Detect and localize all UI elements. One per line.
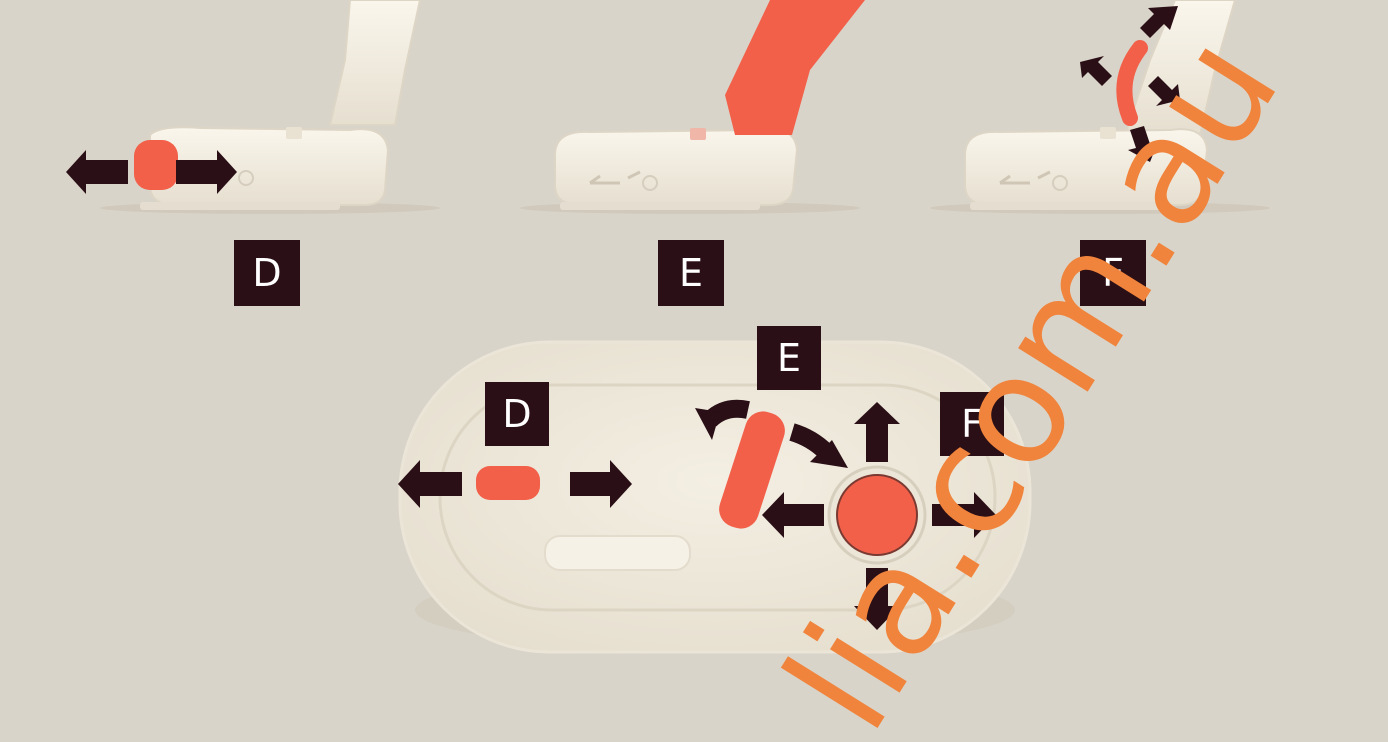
label-f-panel: F xyxy=(940,392,1004,456)
panel-f-control xyxy=(829,467,925,563)
arrow-up-left-icon xyxy=(1080,56,1112,86)
seat-f-illustration xyxy=(930,0,1270,214)
label-d-top: D xyxy=(234,240,300,306)
label-e-top: E xyxy=(658,240,724,306)
label-f-top: F xyxy=(1080,240,1146,306)
label-e-panel: E xyxy=(757,326,821,390)
panel-cushion-bar xyxy=(545,536,690,570)
panel-d-control xyxy=(476,466,540,500)
seat-e-backrest-highlight xyxy=(725,0,865,135)
seat-d-fore-aft-control xyxy=(134,140,178,190)
arrow-left-icon xyxy=(66,150,128,194)
seat-e-illustration xyxy=(520,128,860,214)
label-d-panel: D xyxy=(485,382,549,446)
